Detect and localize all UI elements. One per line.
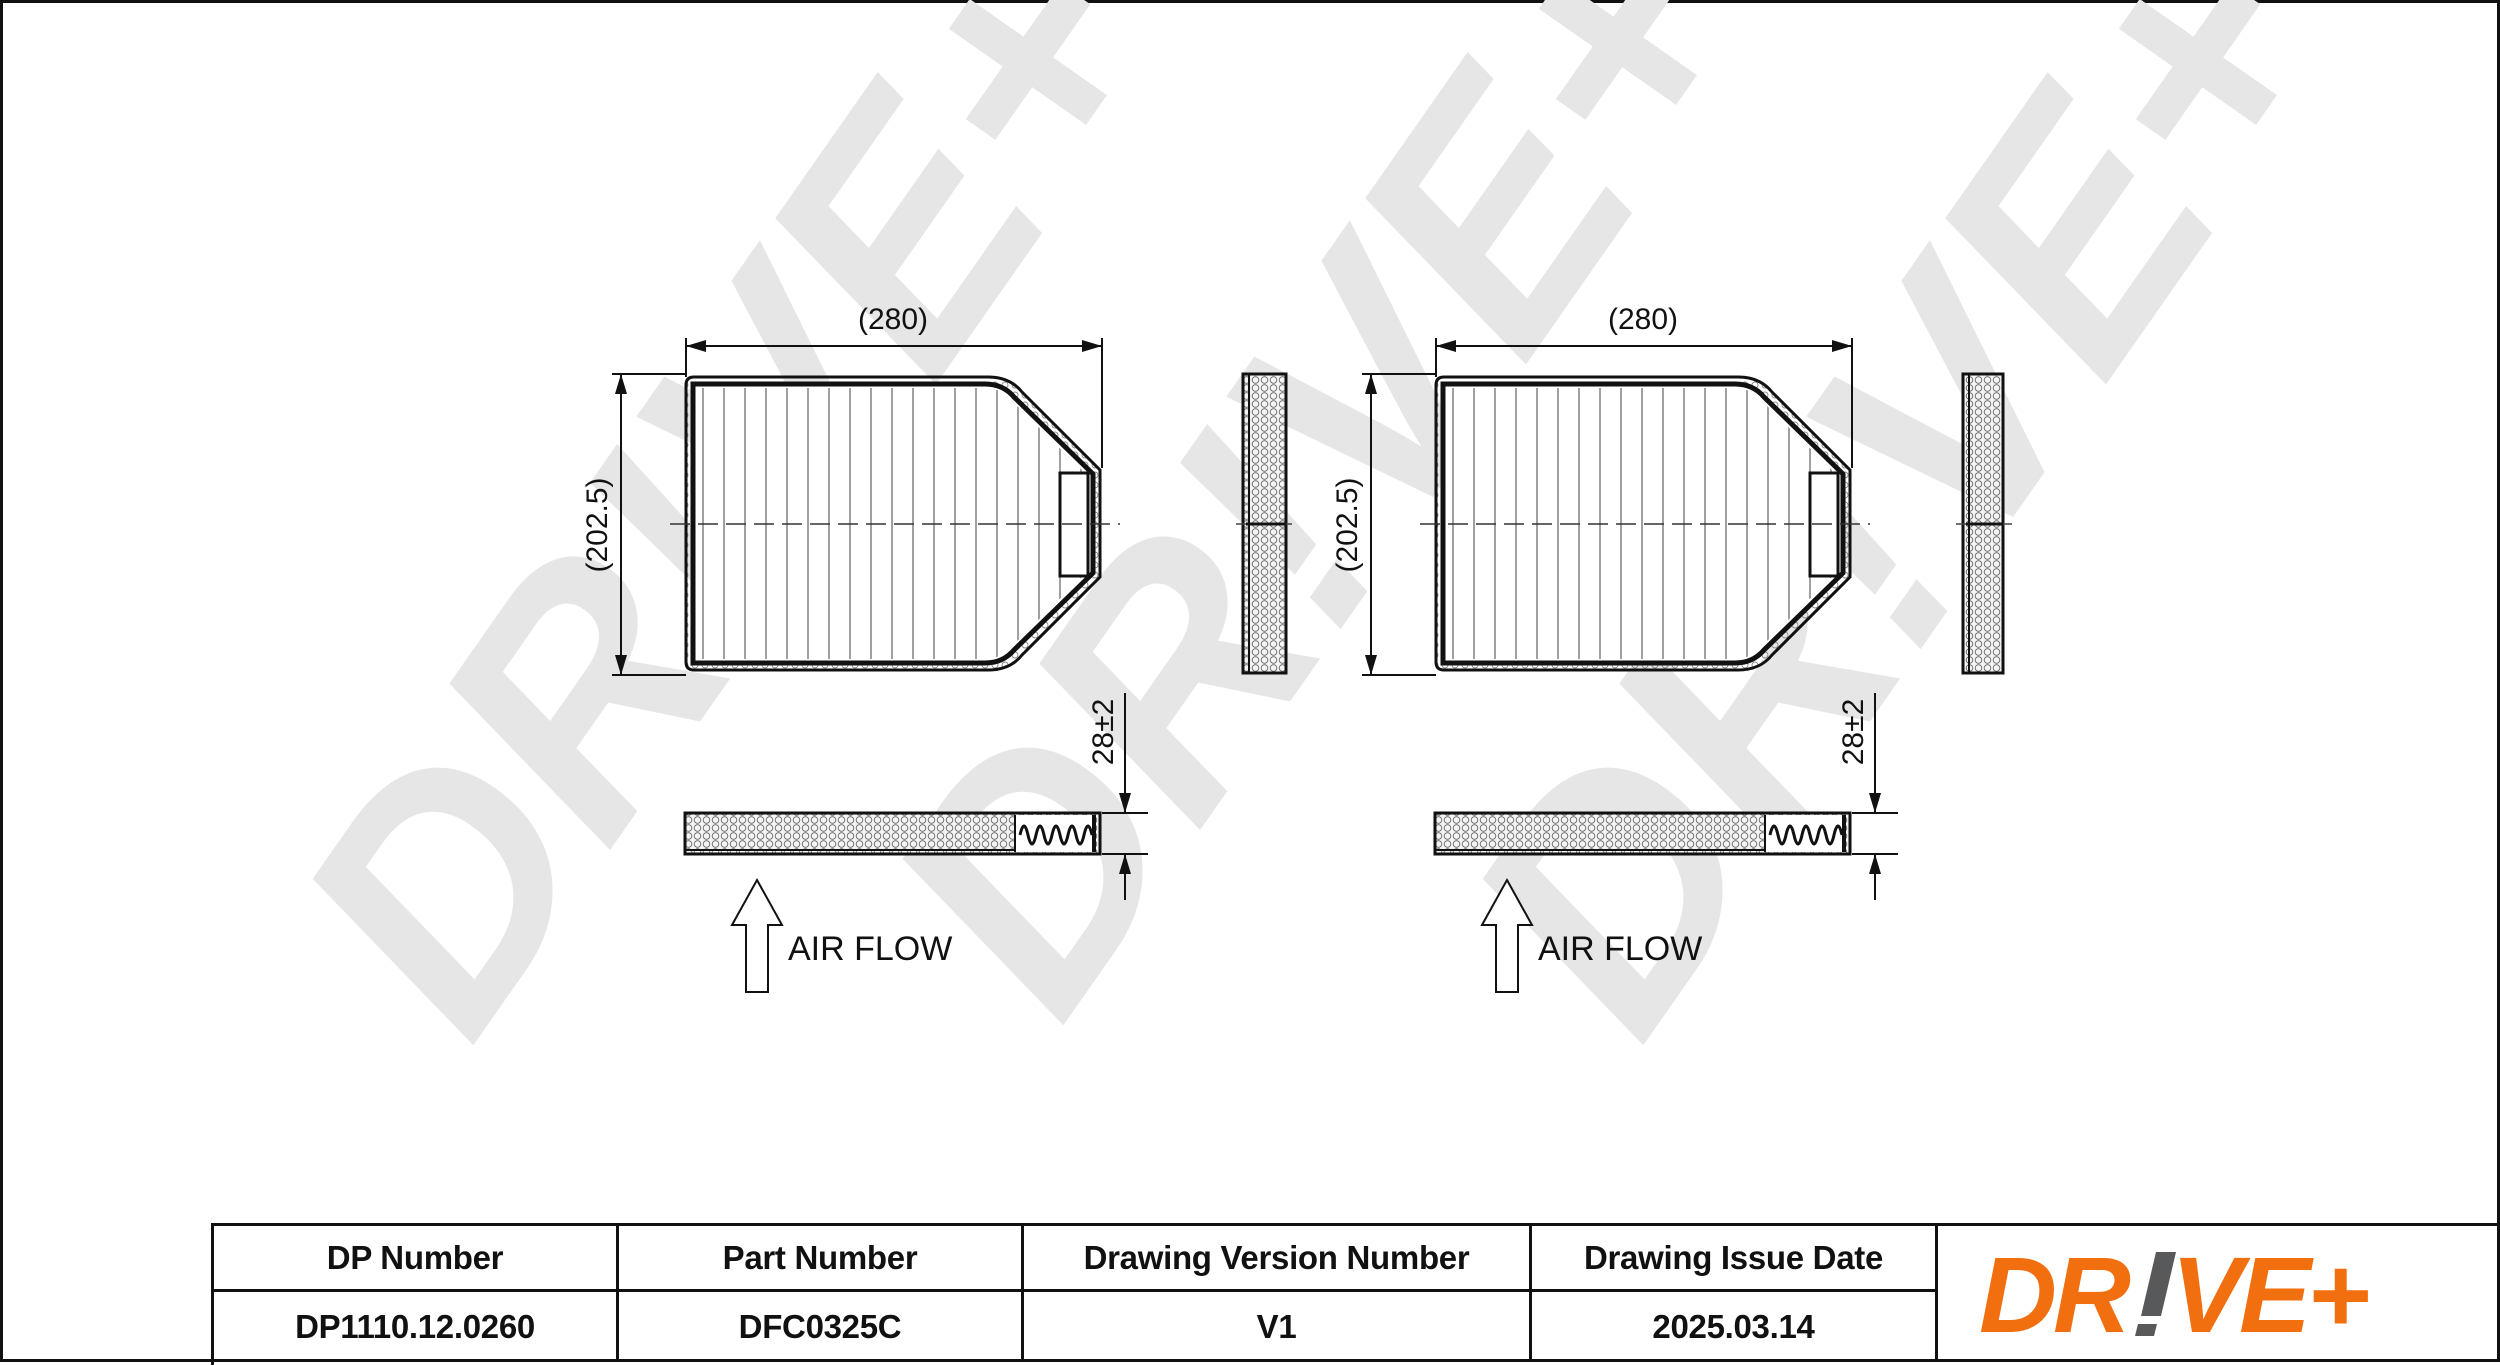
thickness-dimension-right: 28±2 bbox=[1837, 699, 1870, 766]
filter-view-left: (280) (202.5) 28±2 AIR FLOW bbox=[581, 303, 1292, 993]
header-part-number: Part Number bbox=[619, 1226, 1024, 1292]
value-part-number: DFC0325C bbox=[619, 1292, 1024, 1362]
width-dimension-right: (280) bbox=[1608, 303, 1678, 336]
airflow-arrow-icon bbox=[1480, 877, 1534, 993]
header-issue-date: Drawing Issue Date bbox=[1532, 1226, 1938, 1292]
height-dimension-left: (202.5) bbox=[581, 477, 614, 572]
header-drawing-version: Drawing Version Number bbox=[1024, 1226, 1532, 1292]
title-block: DP Number Part Number Drawing Version Nu… bbox=[211, 1223, 2500, 1365]
airflow-label-right: AIR FLOW bbox=[1538, 930, 1702, 968]
filter-view-right: (280) (202.5) 28±2 AIR FLOW bbox=[1331, 303, 2012, 993]
value-issue-date: 2025.03.14 bbox=[1532, 1292, 1938, 1362]
value-drawing-version: V1 bbox=[1024, 1292, 1532, 1362]
header-dp-number: DP Number bbox=[214, 1226, 619, 1292]
thickness-dimension-left: 28±2 bbox=[1087, 699, 1120, 766]
watermark: DR!VE+ DR!VE+ DR!VE+ bbox=[225, 0, 2397, 1090]
height-dimension-right: (202.5) bbox=[1331, 477, 1364, 572]
svg-text:VE+: VE+ bbox=[2171, 1244, 2368, 1344]
width-dimension-left: (280) bbox=[858, 303, 928, 336]
drive-logo-icon: DR VE+ bbox=[1979, 1244, 2372, 1344]
airflow-arrow-icon bbox=[730, 877, 784, 993]
airflow-label-left: AIR FLOW bbox=[788, 930, 952, 968]
svg-text:DR: DR bbox=[1979, 1244, 2131, 1344]
brand-logo: DR VE+ bbox=[1938, 1226, 2500, 1362]
value-dp-number: DP1110.12.0260 bbox=[214, 1292, 619, 1362]
